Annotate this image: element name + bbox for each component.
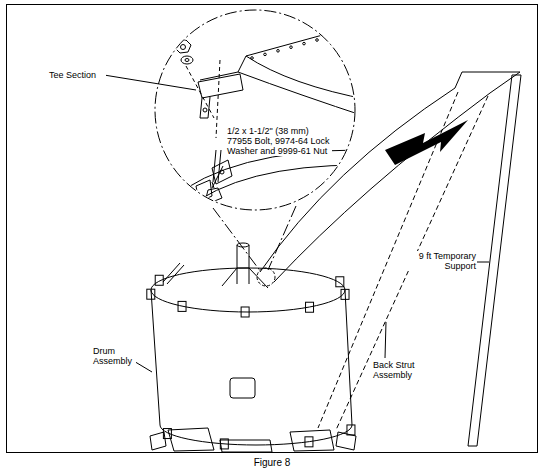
leader-line	[212, 166, 223, 188]
bracket	[196, 180, 212, 202]
drum-bottom	[160, 425, 352, 445]
rivet-row	[303, 42, 306, 45]
rivet-row	[251, 57, 254, 60]
rivet-row	[342, 32, 345, 35]
rivet-row	[316, 39, 319, 42]
pipe-flange	[222, 268, 268, 288]
wood-block	[168, 428, 334, 452]
drum-assembly	[132, 243, 386, 452]
bolt-axis	[186, 66, 214, 118]
strut-edge	[260, 88, 455, 272]
rim-bracket	[147, 275, 355, 449]
center-pipe	[237, 245, 249, 284]
detail-contents	[170, 22, 370, 210]
rim-bracket	[305, 437, 313, 447]
strut-panel-edge	[238, 72, 370, 118]
rim-bracket	[306, 302, 314, 312]
detail-circle	[155, 10, 355, 210]
part-label: 9 ft Temporary Support	[393, 251, 477, 271]
strut-panel-edge	[200, 56, 246, 80]
strut-edge	[274, 93, 490, 282]
rivet-row	[355, 28, 358, 31]
rim-bracket	[220, 439, 228, 449]
part-label: Tee Section	[48, 70, 106, 80]
tee-section-leg	[200, 97, 210, 118]
drum-rim	[185, 165, 360, 210]
rim-bracket	[341, 289, 349, 299]
break-symbol	[385, 120, 468, 165]
figure-caption: Figure 8	[0, 457, 544, 468]
lock-washer-hole	[185, 59, 189, 62]
rim-bracket	[336, 277, 344, 287]
bolt-axis	[216, 60, 220, 138]
wood-block	[150, 432, 356, 450]
leader-line	[104, 75, 196, 90]
tee-section	[198, 74, 243, 98]
part-label: Back Strut Assembly	[372, 360, 432, 380]
drum-top	[151, 268, 345, 312]
nut	[175, 40, 191, 53]
part-label: Drum Assembly	[92, 346, 136, 366]
part-label: 1/2 x 1-1/2" (38 mm) 77955 Bolt, 9974-64…	[226, 126, 332, 156]
strut-hidden-line	[318, 92, 488, 430]
rivet-row	[290, 46, 293, 49]
strut-panel-edge	[246, 56, 370, 100]
rivet-row	[251, 28, 358, 59]
rim-bracket	[155, 275, 163, 285]
rivet-row	[277, 50, 280, 53]
tee-hole	[203, 108, 207, 112]
leader-line	[385, 322, 386, 358]
rim-bracket	[241, 307, 249, 317]
detail-projection	[213, 206, 296, 272]
rim-bracket	[147, 289, 155, 299]
leader-line	[476, 262, 489, 263]
figure-frame	[7, 5, 538, 453]
center-pipe	[237, 243, 249, 247]
detail-view	[104, 10, 370, 272]
nut-hole	[181, 45, 186, 50]
rivet-row	[264, 53, 267, 56]
strut-panel-edge	[246, 22, 370, 56]
rivet-row	[329, 35, 332, 38]
drum-rim	[170, 150, 360, 200]
drum-side	[151, 290, 352, 425]
rim-bracket	[178, 301, 186, 311]
access-door	[230, 378, 255, 398]
lock-washer	[181, 56, 193, 64]
rim-bracket	[347, 425, 355, 435]
rim-bracket	[163, 429, 171, 439]
attachment-point	[257, 268, 275, 286]
handle-rod	[163, 263, 184, 284]
